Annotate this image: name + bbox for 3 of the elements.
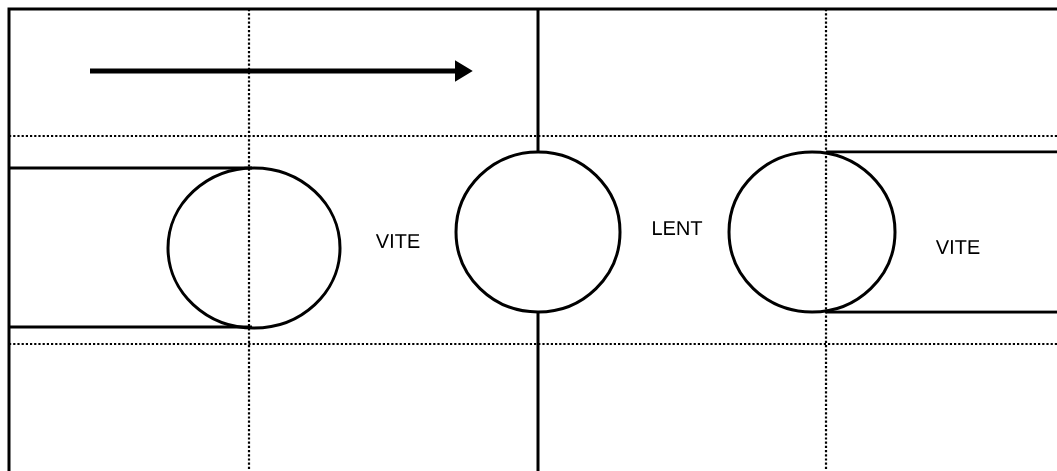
- speed-label: LENT: [653, 221, 703, 235]
- speed-label: VITE: [935, 240, 980, 254]
- speed-label: VITE: [375, 234, 420, 248]
